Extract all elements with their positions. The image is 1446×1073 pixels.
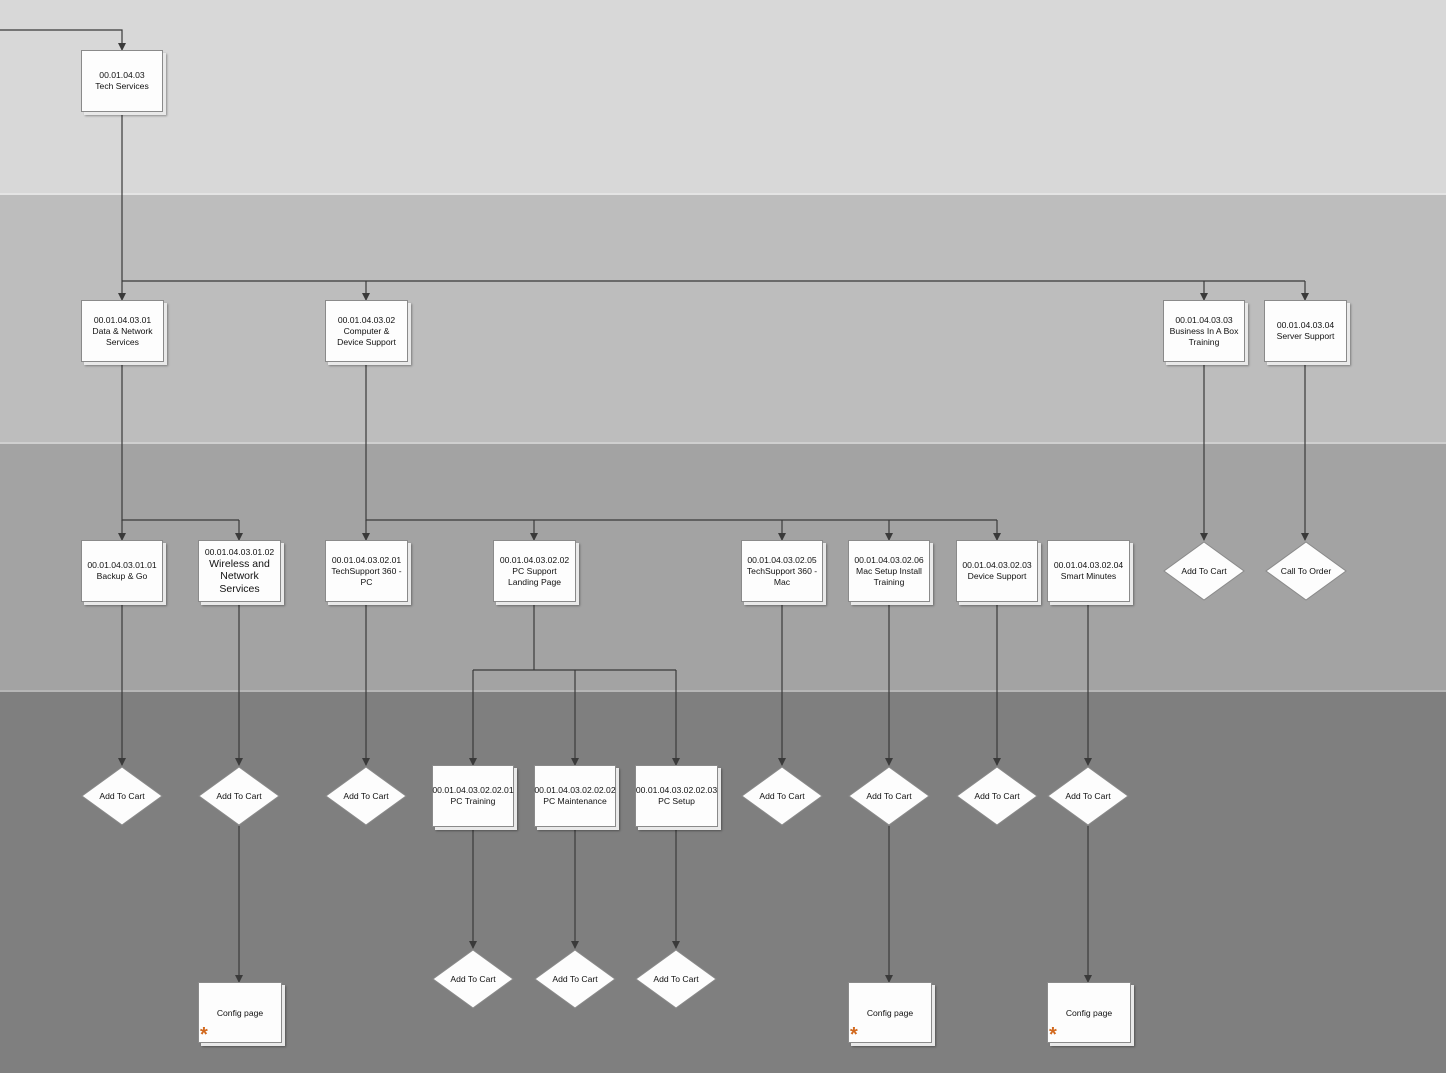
node-device-support[interactable]: 00.01.04.03.02.03 Device Support	[956, 540, 1038, 602]
node-title: Wireless and Network Services	[209, 557, 270, 595]
node-tech-services[interactable]: 00.01.04.03 Tech Services	[81, 50, 163, 112]
config-page-label: Config page	[866, 1007, 914, 1018]
node-label: 00.01.04.03.02.02.01 PC Training	[432, 785, 514, 806]
asterisk-icon: *	[850, 1024, 858, 1046]
config-page-label: Config page	[216, 1007, 264, 1018]
node-business-in-a-box-training[interactable]: 00.01.04.03.03 Business In A Box Trainin…	[1163, 300, 1245, 362]
node-wireless-network-services[interactable]: 00.01.04.03.01.02 Wireless and Network S…	[198, 540, 281, 602]
diamond-label: Add To Cart	[343, 791, 389, 801]
node-label: 00.01.04.03.04 Server Support	[1276, 320, 1335, 341]
node-pc-support-landing-page[interactable]: 00.01.04.03.02.02 PC Support Landing Pag…	[493, 540, 576, 602]
node-label: 00.01.04.03.03 Business In A Box Trainin…	[1169, 314, 1239, 347]
add-to-cart-pc-maintenance[interactable]: Add To Cart	[534, 949, 616, 1009]
diamond-label: Add To Cart	[866, 791, 912, 801]
node-label: 00.01.04.03.02.01 TechSupport 360 - PC	[331, 554, 402, 587]
node-backup-go[interactable]: 00.01.04.03.01.01 Backup & Go	[81, 540, 163, 602]
node-label: 00.01.04.03.02.04 Smart Minutes	[1053, 560, 1124, 581]
diamond-label: Add To Cart	[974, 791, 1020, 801]
node-label: 00.01.04.03.02.06 Mac Setup Install Trai…	[854, 554, 924, 587]
add-to-cart-device-support[interactable]: Add To Cart	[956, 766, 1038, 826]
node-mac-setup-install-training[interactable]: 00.01.04.03.02.06 Mac Setup Install Trai…	[848, 540, 930, 602]
asterisk-icon: *	[200, 1024, 208, 1046]
node-label: 00.01.04.03.01.01 Backup & Go	[87, 560, 157, 581]
add-to-cart-pc-training[interactable]: Add To Cart	[432, 949, 514, 1009]
node-label: 00.01.04.03 Tech Services	[95, 70, 149, 91]
config-page-mac-setup[interactable]: Config page *	[848, 982, 932, 1046]
add-to-cart-techsupport-mac[interactable]: Add To Cart	[741, 766, 823, 826]
diamond-label: Add To Cart	[759, 791, 805, 801]
call-to-order-server-support[interactable]: Call To Order	[1265, 541, 1347, 601]
node-pc-maintenance[interactable]: 00.01.04.03.02.02.02 PC Maintenance	[534, 765, 616, 827]
node-label: 00.01.04.03.02 Computer & Device Support	[337, 314, 396, 347]
node-label: 00.01.04.03.02.02.02 PC Maintenance	[534, 785, 616, 806]
node-label: 00.01.04.03.02.02 PC Support Landing Pag…	[499, 554, 570, 587]
node-label: 00.01.04.03.02.03 Device Support	[962, 560, 1032, 581]
node-techsupport-360-mac[interactable]: 00.01.04.03.02.05 TechSupport 360 - Mac	[741, 540, 823, 602]
level-band-1	[0, 0, 1446, 193]
diamond-label: Add To Cart	[653, 974, 699, 984]
node-pc-setup[interactable]: 00.01.04.03.02.02.03 PC Setup	[635, 765, 718, 827]
add-to-cart-wireless[interactable]: Add To Cart	[198, 766, 280, 826]
node-server-support[interactable]: 00.01.04.03.04 Server Support	[1264, 300, 1347, 362]
node-pc-training[interactable]: 00.01.04.03.02.02.01 PC Training	[432, 765, 514, 827]
diamond-label: Add To Cart	[216, 791, 262, 801]
config-page-wireless[interactable]: Config page *	[198, 982, 282, 1046]
node-data-network-services[interactable]: 00.01.04.03.01 Data & Network Services	[81, 300, 164, 362]
add-to-cart-business-box[interactable]: Add To Cart	[1163, 541, 1245, 601]
diamond-label: Call To Order	[1280, 566, 1332, 576]
config-page-label: Config page	[1065, 1007, 1113, 1018]
node-smart-minutes[interactable]: 00.01.04.03.02.04 Smart Minutes	[1047, 540, 1130, 602]
node-id: 00.01.04.03.01.02	[204, 546, 275, 557]
asterisk-icon: *	[1049, 1024, 1057, 1046]
add-to-cart-pc-setup[interactable]: Add To Cart	[635, 949, 717, 1009]
config-page-smart-minutes[interactable]: Config page *	[1047, 982, 1131, 1046]
add-to-cart-mac-setup[interactable]: Add To Cart	[848, 766, 930, 826]
node-techsupport-360-pc[interactable]: 00.01.04.03.02.01 TechSupport 360 - PC	[325, 540, 408, 602]
add-to-cart-techsupport-pc[interactable]: Add To Cart	[325, 766, 407, 826]
node-computer-device-support[interactable]: 00.01.04.03.02 Computer & Device Support	[325, 300, 408, 362]
diamond-label: Add To Cart	[1065, 791, 1111, 801]
diamond-label: Add To Cart	[99, 791, 145, 801]
diamond-label: Add To Cart	[450, 974, 496, 984]
node-label: 00.01.04.03.01 Data & Network Services	[92, 314, 153, 347]
diamond-label: Add To Cart	[1181, 566, 1227, 576]
diamond-label: Add To Cart	[552, 974, 598, 984]
node-label: 00.01.04.03.02.02.03 PC Setup	[635, 785, 718, 806]
add-to-cart-backup-go[interactable]: Add To Cart	[81, 766, 163, 826]
add-to-cart-smart-minutes[interactable]: Add To Cart	[1047, 766, 1129, 826]
node-label: 00.01.04.03.02.05 TechSupport 360 - Mac	[746, 554, 818, 587]
